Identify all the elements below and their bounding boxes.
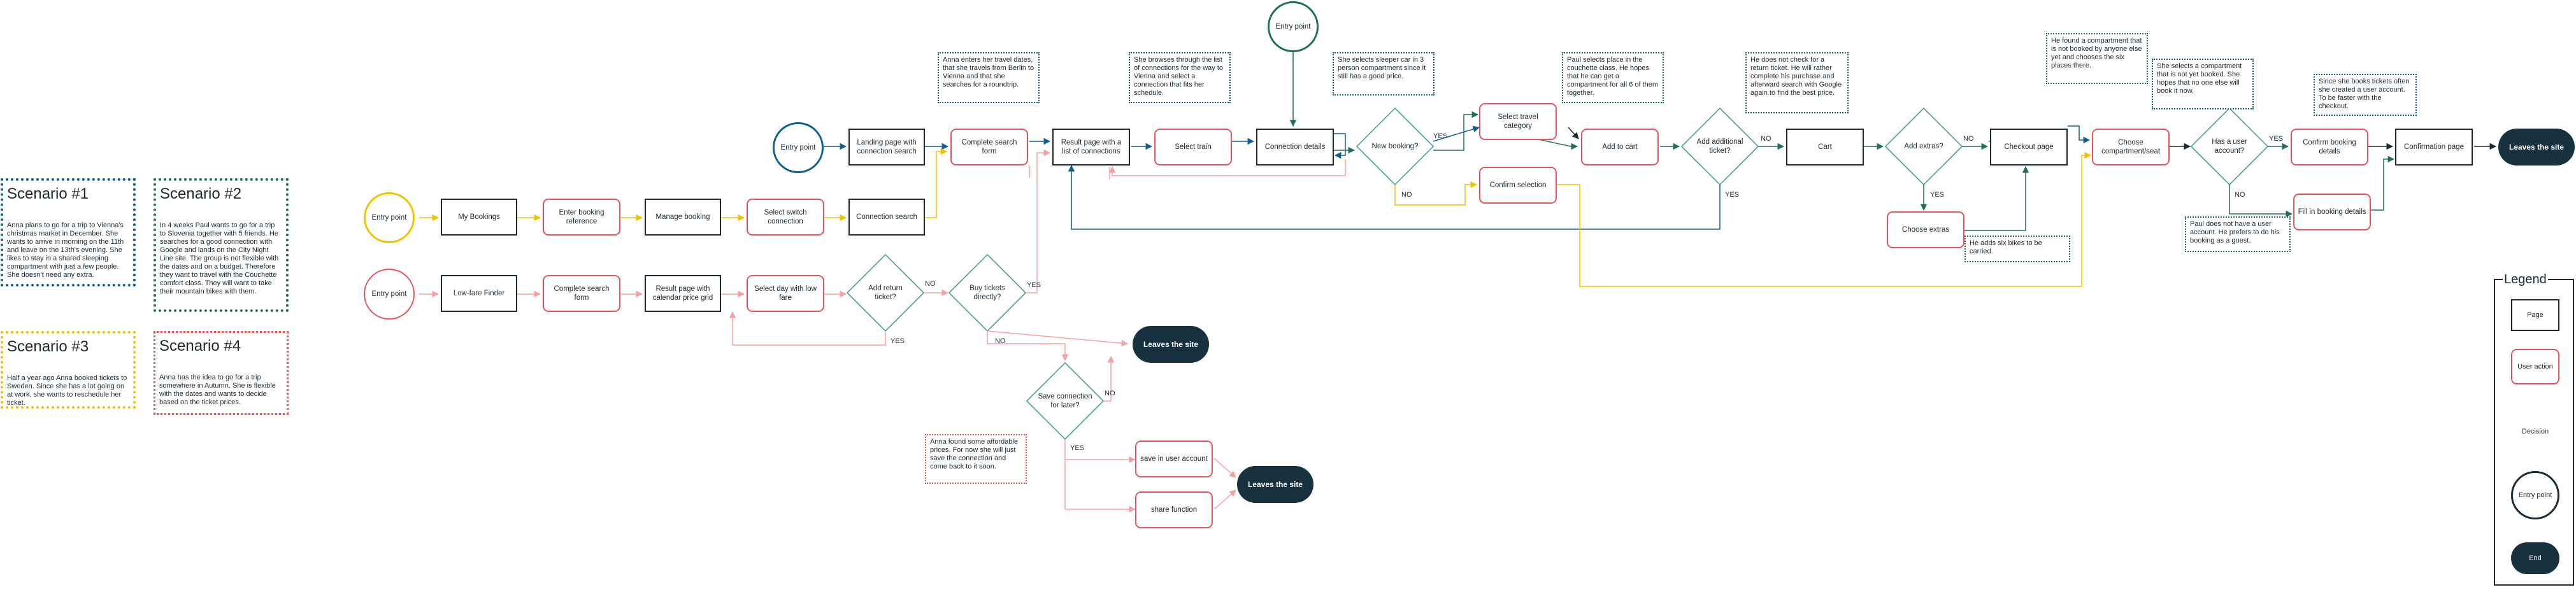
- note-paul-no-account: Paul does not have a user account. He pr…: [2185, 216, 2291, 252]
- label-yes-additional-ticket: YES: [1725, 191, 1740, 199]
- label-no-add-extras: NO: [1963, 135, 1974, 143]
- complete-search-form-2-button[interactable]: Complete search form: [543, 275, 620, 312]
- note-anna-enters: Anna enters her travel dates, that she t…: [938, 52, 1040, 103]
- yellow-flow-lines: [419, 148, 2092, 287]
- has-user-account-decision: Has a user account?: [2212, 138, 2247, 155]
- note-anna-found-prices: Anna found some affordable prices. For n…: [925, 434, 1027, 484]
- result-page-calendar: Result page with calendar price grid: [645, 275, 721, 312]
- entry-point-yellow: Entry point: [364, 192, 415, 243]
- confirm-booking-details-button[interactable]: Confirm booking details: [2291, 129, 2368, 166]
- legend-entry-point: Entry point: [2511, 471, 2559, 519]
- select-travel-category-button[interactable]: Select travel category: [1479, 103, 1557, 140]
- fill-booking-details-button[interactable]: Fill in booking details: [2293, 194, 2371, 230]
- enter-booking-reference-button[interactable]: Enter booking reference: [543, 199, 620, 236]
- choose-extras-button[interactable]: Choose extras: [1887, 211, 1964, 248]
- note-he-adds-bikes: He adds six bikes to be carried.: [1964, 236, 2070, 262]
- legend-decision: Decision: [2521, 428, 2549, 435]
- low-fare-finder-page: Low-fare Finder: [441, 275, 517, 312]
- select-switch-connection-button[interactable]: Select switch connection: [747, 199, 824, 236]
- legend-end: End: [2511, 542, 2559, 574]
- complete-search-form-button[interactable]: Complete search form: [950, 129, 1028, 166]
- leaves-site-main: Leaves the site: [2498, 129, 2575, 166]
- scenario-2-card: Scenario #2 In 4 weeks Paul wants to go …: [154, 178, 289, 312]
- note-she-browses: She browses through the list of connecti…: [1129, 52, 1231, 103]
- select-day-low-fare-button[interactable]: Select day with low fare: [747, 275, 824, 312]
- confirmation-page: Confirmation page: [2395, 129, 2473, 166]
- scenario-3-title: Scenario #3: [7, 338, 89, 355]
- entry-point-main: Entry point: [773, 122, 824, 173]
- note-he-found-compartment: He found a compartment that is not booke…: [2046, 33, 2148, 84]
- label-yes-add-extras: YES: [1930, 191, 1945, 199]
- note-she-selects-sleeper: She selects sleeper car in 3 person comp…: [1333, 52, 1435, 95]
- label-yes-user-account: YES: [2269, 135, 2284, 143]
- scenario-2-text: In 4 weeks Paul wants to go for a trip t…: [160, 222, 279, 295]
- entry-point-top: Entry point: [1268, 1, 1319, 52]
- choose-compartment-button[interactable]: Choose compartment/seat: [2092, 129, 2170, 166]
- leaves-site-bottom: Leaves the site: [1237, 466, 1313, 503]
- connection-details-page: Connection details: [1256, 129, 1334, 166]
- legend-title: Legend: [2503, 272, 2548, 286]
- scenario-1-title: Scenario #1: [7, 185, 89, 202]
- confirm-selection-button[interactable]: Confirm selection: [1479, 167, 1557, 204]
- scenario-4-card: Scenario #4 Anna has the idea to go for …: [154, 331, 289, 415]
- pink-flow-lines: [419, 149, 1346, 513]
- buy-tickets-directly-decision: Buy tickets directly?: [970, 285, 1005, 301]
- my-bookings-page: My Bookings: [441, 199, 517, 236]
- note-paul-selects-place: Paul selects place in the couchette clas…: [1562, 52, 1664, 103]
- manage-booking-page: Manage booking: [645, 199, 721, 236]
- scenario-2-title: Scenario #2: [160, 185, 242, 202]
- cart-page: Cart: [1786, 129, 1864, 166]
- label-no-additional-ticket: NO: [1761, 135, 1771, 143]
- note-she-selects-compartment: She selects a compartment that is not ye…: [2152, 59, 2254, 109]
- label-yes-save-connection: YES: [1070, 444, 1085, 452]
- legend-page: Page: [2511, 299, 2559, 331]
- add-to-cart-button[interactable]: Add to cart: [1581, 129, 1659, 166]
- scenario-3-card: Scenario #3 Half a year ago Anna booked …: [1, 331, 136, 409]
- note-since-she-books: Since she books tickets often she create…: [2314, 74, 2417, 116]
- label-no-user-account: NO: [2235, 191, 2245, 199]
- label-no-save-connection: NO: [1105, 390, 1115, 397]
- connection-search-page: Connection search: [848, 199, 925, 236]
- green-flow-lines: [1289, 36, 2395, 231]
- add-extras-decision: Add extras?: [1904, 143, 1943, 150]
- entry-point-red: Entry point: [364, 269, 415, 320]
- legend-user-action: User action: [2511, 349, 2559, 384]
- scenario-1-card: Scenario #1 Anna plans to go for a trip …: [1, 178, 136, 286]
- label-no-return-ticket: NO: [925, 280, 936, 288]
- label-no-buy-directly: NO: [995, 337, 1006, 345]
- select-train-button[interactable]: Select train: [1154, 129, 1232, 166]
- share-function-button[interactable]: share function: [1135, 491, 1213, 528]
- decision-shapes: [846, 107, 2561, 457]
- scenario-1-text: Anna plans to go for a trip to Vienna's …: [7, 222, 124, 279]
- checkout-page: Checkout page: [1990, 129, 2068, 166]
- add-additional-ticket-decision: Add additional ticket?: [1696, 138, 1743, 155]
- new-booking-decision: New booking?: [1371, 143, 1419, 150]
- scenario-4-title: Scenario #4: [159, 337, 241, 355]
- label-yes-new-booking: YES: [1433, 132, 1448, 140]
- leaves-site-mid: Leaves the site: [1133, 326, 1209, 363]
- landing-page: Landing page with connection search: [848, 129, 925, 166]
- label-no-new-booking: NO: [1401, 191, 1412, 199]
- label-yes-buy-directly: YES: [1027, 281, 1041, 289]
- scenario-4-text: Anna has the idea to go for a trip somew…: [159, 374, 276, 406]
- scenario-3-text: Half a year ago Anna booked tickets to S…: [7, 374, 127, 407]
- result-page-list: Result page with a list of connections: [1052, 129, 1130, 166]
- label-yes-return-ticket: YES: [891, 337, 905, 345]
- save-connection-later-decision: Save connection for later?: [1038, 393, 1092, 409]
- save-in-user-account-button[interactable]: save in user account: [1135, 440, 1213, 477]
- add-return-ticket-decision: Add return ticket?: [868, 285, 903, 301]
- note-he-does-not-check: He does not check for a return ticket. H…: [1745, 52, 1849, 113]
- blue-flow-lines: [824, 125, 2091, 230]
